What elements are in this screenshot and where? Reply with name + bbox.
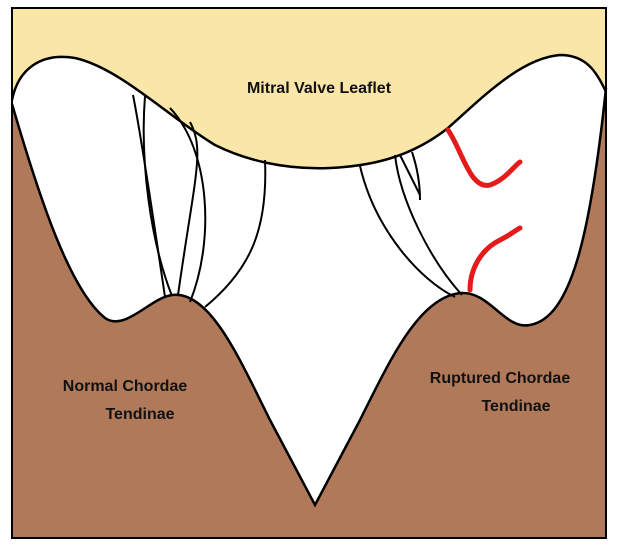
ruptured-chordae-label-line2: Tendinae <box>481 398 550 415</box>
normal-chordae-label-line1: Normal Chordae <box>63 378 188 395</box>
leaflet-label: Mitral Valve Leaflet <box>247 80 392 97</box>
normal-chordae-label-line2: Tendinae <box>105 406 174 423</box>
ruptured-chordae-label-line1: Ruptured Chordae <box>430 370 571 387</box>
